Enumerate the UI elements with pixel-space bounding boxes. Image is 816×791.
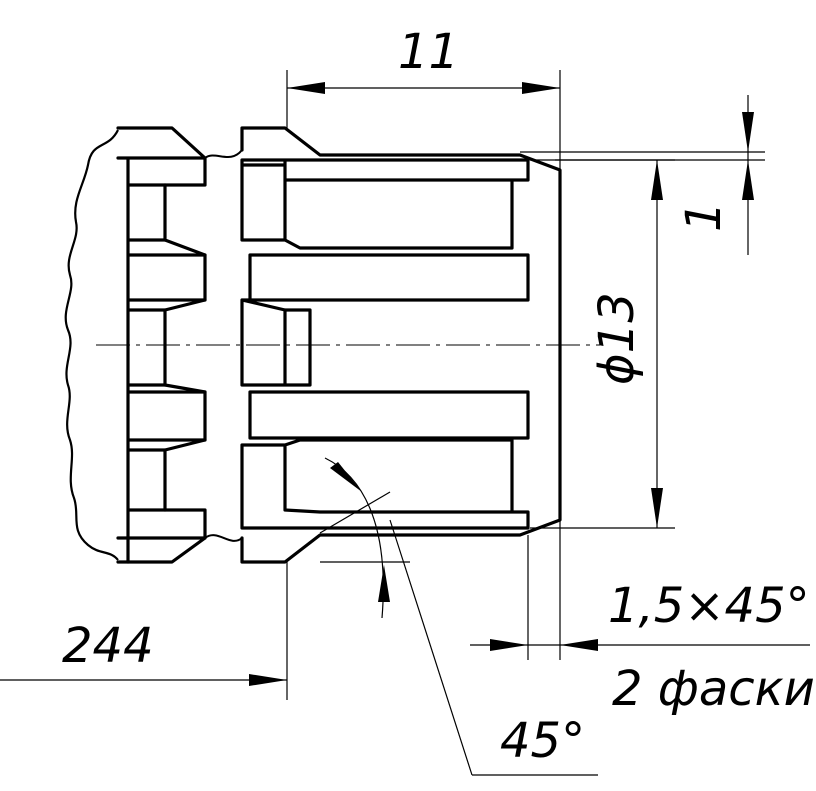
arrow-arc-top <box>330 462 362 492</box>
dim-length-label: 11 <box>398 24 459 80</box>
arrow-bottom <box>651 488 663 528</box>
left-gear-inner <box>116 156 207 564</box>
dim-chamfer-count: 2 фаски <box>612 661 815 717</box>
chamfer-extension <box>319 491 391 534</box>
dimension-chamfer: 1,5×45° 2 фаски <box>470 535 815 717</box>
dim-datum-label: 244 <box>62 618 154 674</box>
angle-arc <box>324 457 384 619</box>
left-gear-section <box>64 126 243 564</box>
arrow-right <box>249 674 287 686</box>
break-line <box>64 129 119 561</box>
arrow-left <box>490 639 528 651</box>
dimension-offset: 1 <box>520 95 765 255</box>
dimension-angle: 45° <box>319 457 598 776</box>
angle-leader <box>389 519 473 776</box>
connector-wave-bottom <box>204 534 243 542</box>
arrow-bottom <box>742 160 754 200</box>
main-gear-teeth <box>240 158 530 530</box>
arrow-top <box>651 160 663 200</box>
dimension-diameter: ϕ13 <box>530 159 675 529</box>
dimension-length: 11 <box>286 24 561 660</box>
arrow-left <box>287 82 325 94</box>
dimension-datum: 244 <box>0 562 288 700</box>
dim-chamfer-label: 1,5×45° <box>608 578 810 634</box>
dim-offset-label: 1 <box>676 201 732 232</box>
arrow-arc-bottom <box>378 565 390 602</box>
left-gear-outline <box>116 126 207 564</box>
dim-angle-label: 45° <box>500 713 585 769</box>
arrow-top <box>742 112 754 152</box>
connector-wave-top <box>204 149 243 159</box>
dim-diameter-label: ϕ13 <box>589 292 645 385</box>
arrow-right <box>560 639 598 651</box>
arrow-right <box>522 82 560 94</box>
